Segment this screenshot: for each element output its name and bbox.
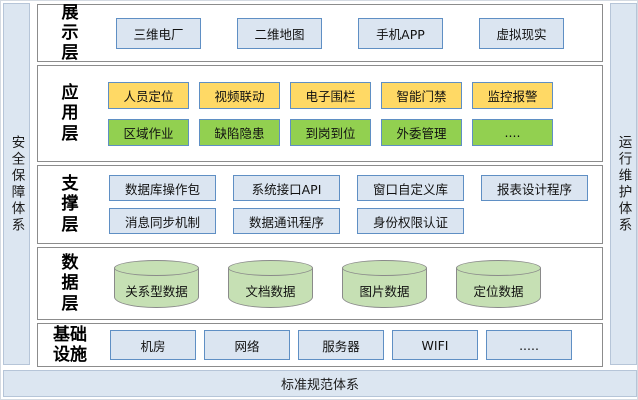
standards-label: 标准规范体系: [280, 378, 359, 393]
operation-maintenance-label: 运行维护体系: [615, 134, 632, 234]
application-box-0-4: 监控报警: [472, 81, 553, 109]
application-box-1-2: 到岗到位: [290, 118, 371, 146]
application-box-0-0: 人员定位: [108, 81, 189, 109]
layer-data-content: 关系型数据文档数据图片数据定位数据: [102, 248, 602, 319]
operation-maintenance-bar: 运行维护体系: [610, 3, 637, 365]
infrastructure-box-0-0: 机房: [110, 330, 196, 360]
layer-support-line-1: 消息同步机制数据通讯程序身份权限认证: [102, 208, 602, 234]
infrastructure-box-0-4: .....: [486, 330, 572, 360]
data-cylinder-2: 图片数据: [342, 259, 427, 308]
layer-infrastructure: 基础 设施机房网络服务器 WIFI.....: [37, 323, 603, 367]
cylinder-top-ellipse: [114, 259, 199, 276]
layer-application-line-1: 区域作业缺陷隐患到岗到位外委管理....: [102, 118, 602, 146]
layer-support-content: 数据库操作包系统接口API 窗口自定义库报表设计程序消息同步机制数据通讯程序身份权…: [102, 166, 602, 243]
layer-application-content: 人员定位视频联动电子围栏智能门禁监控报警区域作业缺陷隐患到岗到位外委管理....: [102, 66, 602, 161]
support-box-0-2: 窗口自定义库: [357, 175, 464, 201]
standards-bar: 标准规范体系: [3, 370, 637, 397]
layer-presentation: 展 示 层 三维电厂 二维地图 手机APP 虚拟现实: [37, 2, 603, 64]
application-box-0-1: 视频联动: [199, 81, 280, 109]
support-box-1-0: 消息同步机制: [109, 208, 216, 234]
cylinder-top-ellipse: [228, 259, 313, 276]
infrastructure-box-0-1: 网络: [204, 330, 290, 360]
support-box-1-2: 身份权限认证: [357, 208, 464, 234]
layer-application-line-0: 人员定位视频联动电子围栏智能门禁监控报警: [102, 81, 602, 109]
cylinder-top-ellipse: [342, 259, 427, 276]
layer-presentation-line-0: 三维电厂 二维地图 手机APP 虚拟现实: [102, 17, 602, 49]
infrastructure-box-0-3: WIFI: [392, 330, 478, 360]
layer-application: 应 用 层人员定位视频联动电子围栏智能门禁监控报警区域作业缺陷隐患到岗到位外委管…: [37, 65, 603, 162]
layer-support: 支 撑 层 数据库操作包系统接口API 窗口自定义库报表设计程序消息同步机制数据通讯…: [37, 165, 603, 244]
support-box-0-1: 系统接口API: [233, 175, 340, 201]
layer-presentation-label: 展 示 层: [61, 2, 79, 64]
presentation-box-0-1: 二维地图: [237, 17, 322, 49]
layer-support-label: 支 撑 层: [61, 174, 79, 235]
layer-infrastructure-line-0: 机房网络服务器 WIFI.....: [102, 330, 602, 360]
data-cylinder-0: 关系型数据: [114, 259, 199, 308]
application-box-1-1: 缺陷隐患: [199, 118, 280, 146]
layer-support-line-0: 数据库操作包系统接口API 窗口自定义库报表设计程序: [102, 175, 602, 201]
layer-application-label: 应 用 层: [61, 83, 79, 144]
application-box-1-4: ....: [472, 118, 553, 146]
layer-data: 数 据 层 关系型数据文档数据图片数据定位数据: [37, 247, 603, 320]
application-box-0-2: 电子围栏: [290, 81, 371, 109]
cylinder-top-ellipse: [456, 259, 541, 276]
layer-presentation-content: 三维电厂 二维地图 手机APP 虚拟现实: [102, 5, 602, 61]
presentation-box-0-3: 虚拟现实: [479, 17, 564, 49]
application-box-1-3: 外委管理: [381, 118, 462, 146]
presentation-box-0-0: 三维电厂: [116, 17, 201, 49]
application-box-1-0: 区域作业: [108, 118, 189, 146]
data-cylinder-1: 文档数据: [228, 259, 313, 308]
layer-data-label: 数 据 层: [61, 253, 79, 314]
layer-infrastructure-label: 基础 设施: [53, 324, 87, 365]
security-system-label: 安全保障体系: [8, 134, 25, 234]
data-cylinder-3: 定位数据: [456, 259, 541, 308]
security-system-bar: 安全保障体系: [3, 3, 30, 365]
layers: 展 示 层 三维电厂 二维地图 手机APP 虚拟现实应 用 层 人员定位视频联动电子围栏智…: [37, 1, 603, 369]
layer-infrastructure-content: 机房网络服务器 WIFI.....: [102, 324, 602, 366]
presentation-box-0-2: 手机APP: [358, 17, 443, 49]
support-box-0-0: 数据库操作包: [109, 175, 216, 201]
support-box-0-3: 报表设计程序: [481, 175, 588, 201]
infrastructure-box-0-2: 服务器: [298, 330, 384, 360]
application-box-0-3: 智能门禁: [381, 81, 462, 109]
layer-data-line-0: 关系型数据文档数据图片数据定位数据: [102, 259, 602, 308]
support-box-1-1: 数据通讯程序: [233, 208, 340, 234]
